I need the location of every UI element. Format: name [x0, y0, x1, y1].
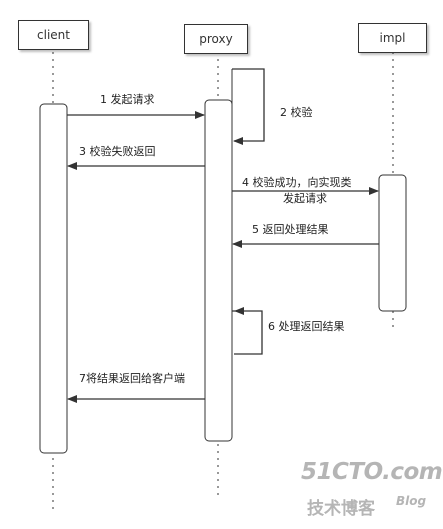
message-5-label: 5 返回处理结果 [252, 223, 329, 236]
client-activation [39, 103, 68, 454]
watermark-site: 51CTO.com [301, 459, 443, 485]
proxy-activation [204, 99, 233, 442]
impl-lifeline-box: impl [358, 23, 427, 53]
message-1-label: 1 发起请求 [100, 93, 155, 106]
impl-lifeline-label: impl [379, 31, 406, 45]
impl-activation [378, 174, 407, 312]
message-4-label-line1: 4 校验成功，向实现类 [242, 176, 352, 189]
self-call-2 [232, 68, 265, 145]
message-6-label: 6 处理返回结果 [268, 320, 345, 333]
self-call-6 [232, 310, 263, 355]
message-3-label: 3 校验失败返回 [79, 145, 156, 158]
client-lifeline-label: client [37, 28, 70, 42]
message-4-label-line2: 发起请求 [283, 192, 327, 205]
watermark-cn: 技术博客 [307, 499, 375, 519]
message-2-label: 2 校验 [280, 106, 313, 119]
message-7-label: 7将结果返回给客户端 [79, 372, 185, 385]
watermark-blog: Blog [396, 494, 427, 508]
proxy-lifeline-label: proxy [199, 32, 233, 46]
client-lifeline-box: client [18, 20, 89, 50]
proxy-lifeline-box: proxy [184, 24, 248, 54]
self-call-6-head [234, 307, 244, 315]
